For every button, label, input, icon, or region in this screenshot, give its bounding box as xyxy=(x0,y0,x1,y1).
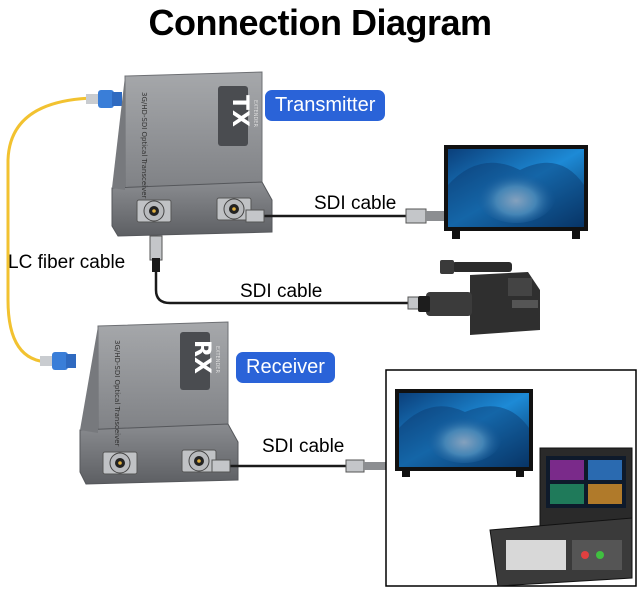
fiber-cable-label: LC fiber cable xyxy=(8,252,126,273)
tx-badge: TX xyxy=(227,95,252,127)
tx-bnc-port-1 xyxy=(136,199,172,223)
bnc-plug-rx-out xyxy=(211,459,231,473)
lc-fiber-cable xyxy=(6,96,96,364)
tx-bnc-port-2 xyxy=(216,197,252,221)
monitor-1 xyxy=(444,145,588,239)
monitor-2 xyxy=(395,389,533,477)
sdi-cable-tx-camera xyxy=(154,260,420,305)
bnc-plug-monitor-in xyxy=(405,208,444,224)
rx-sub-text: EXTENDER xyxy=(214,346,220,373)
tx-device: TX 3G/HD-SDI Optical Transceiver EXTENDE… xyxy=(111,71,273,237)
rx-badge: RX xyxy=(189,340,214,374)
video-camera xyxy=(418,260,540,335)
sdi-cable-label-receiver: SDI cable xyxy=(262,436,345,457)
rx-bnc-port-2 xyxy=(181,449,217,473)
bnc-plug-tx-out xyxy=(245,209,265,223)
receiver-label: Receiver xyxy=(236,352,335,383)
rx-bnc-port-1 xyxy=(102,451,138,475)
transmitter-label: Transmitter xyxy=(265,90,386,121)
sdi-cable-label-camera: SDI cable xyxy=(240,281,323,302)
production-switcher xyxy=(489,447,633,587)
bnc-plug-tx-down xyxy=(149,235,163,272)
tx-model-text: 3G/HD-SDI Optical Transceiver xyxy=(140,92,148,199)
rx-device: RX 3G/HD-SDI Optical Transceiver EXTENDE… xyxy=(79,321,239,485)
fiber-connector-tx xyxy=(86,90,122,108)
sdi-cable-label-monitor: SDI cable xyxy=(314,193,397,214)
page-title: Connection Diagram xyxy=(148,2,492,43)
fiber-connector-rx xyxy=(40,352,76,370)
tx-sub-text: EXTENDER xyxy=(252,100,258,127)
bnc-plug-switcher-in xyxy=(345,459,386,473)
rx-model-text: 3G/HD-SDI Optical Transceiver xyxy=(113,340,121,447)
